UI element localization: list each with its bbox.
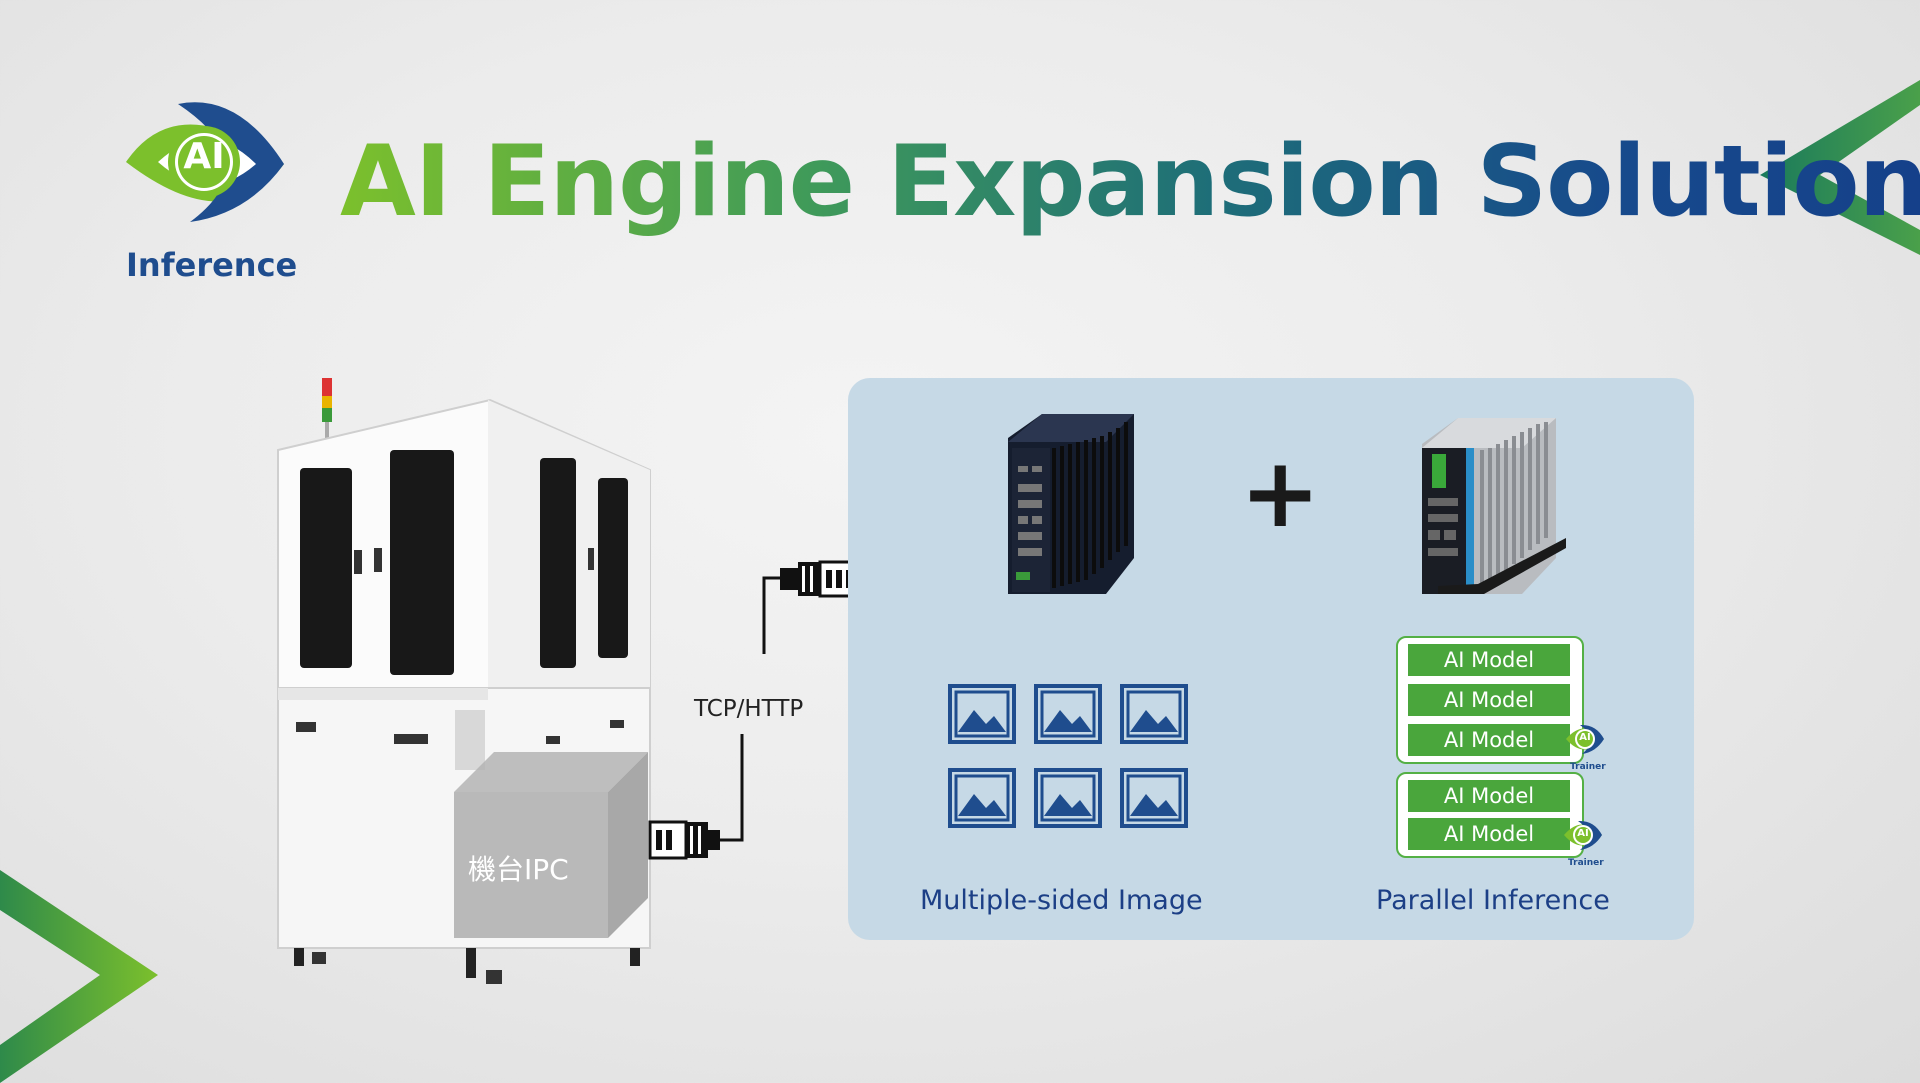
- plus-sign: +: [1240, 437, 1321, 549]
- image-icon: [1120, 684, 1188, 744]
- ai-model-group-2: AI Model AI Model: [1396, 772, 1584, 858]
- ipc-box: [454, 752, 648, 938]
- ai-model-item: AI Model: [1408, 818, 1570, 850]
- ai-model-item: AI Model: [1408, 724, 1570, 756]
- ai-trainer-badge-icon: [1566, 724, 1604, 754]
- image-icon: [948, 684, 1016, 744]
- page-title: AI Engine Expansion Solution: [340, 122, 1920, 242]
- ai-model-item: AI Model: [1408, 644, 1570, 676]
- ai-model-item: AI Model: [1408, 780, 1570, 812]
- logo-mark-text: AI: [183, 136, 225, 177]
- logo-caption: Inference: [126, 246, 298, 284]
- chevron-decoration-right: [1760, 80, 1920, 255]
- ai-trainer-badge-mark: AI: [1577, 828, 1589, 839]
- ethernet-connector-bottom: [648, 820, 720, 860]
- connection-protocol-label: TCP/HTTP: [694, 696, 804, 722]
- ai-trainer-badge-icon: [1564, 820, 1602, 850]
- ai-inference-logo: [126, 102, 284, 222]
- industrial-pc-2: [1422, 418, 1566, 594]
- ai-trainer-badge-mark: AI: [1579, 732, 1591, 743]
- multiple-sided-image-caption: Multiple-sided Image: [920, 885, 1203, 916]
- image-icon: [948, 768, 1016, 828]
- ai-model-item: AI Model: [1408, 684, 1570, 716]
- ai-model-group-1: AI Model AI Model AI Model: [1396, 636, 1584, 764]
- ethernet-connector-top: [780, 560, 858, 598]
- ai-trainer-badge-caption: Trainer: [1570, 762, 1606, 772]
- ipc-label: 機台IPC: [468, 853, 569, 886]
- image-icon: [1034, 684, 1102, 744]
- chevron-decoration-left: [0, 870, 158, 1083]
- image-icon: [1120, 768, 1188, 828]
- industrial-pc-1: [1008, 414, 1134, 594]
- parallel-inference-caption: Parallel Inference: [1376, 885, 1610, 916]
- image-grid: [948, 684, 1188, 830]
- image-icon: [1034, 768, 1102, 828]
- ai-trainer-badge-caption: Trainer: [1568, 858, 1604, 868]
